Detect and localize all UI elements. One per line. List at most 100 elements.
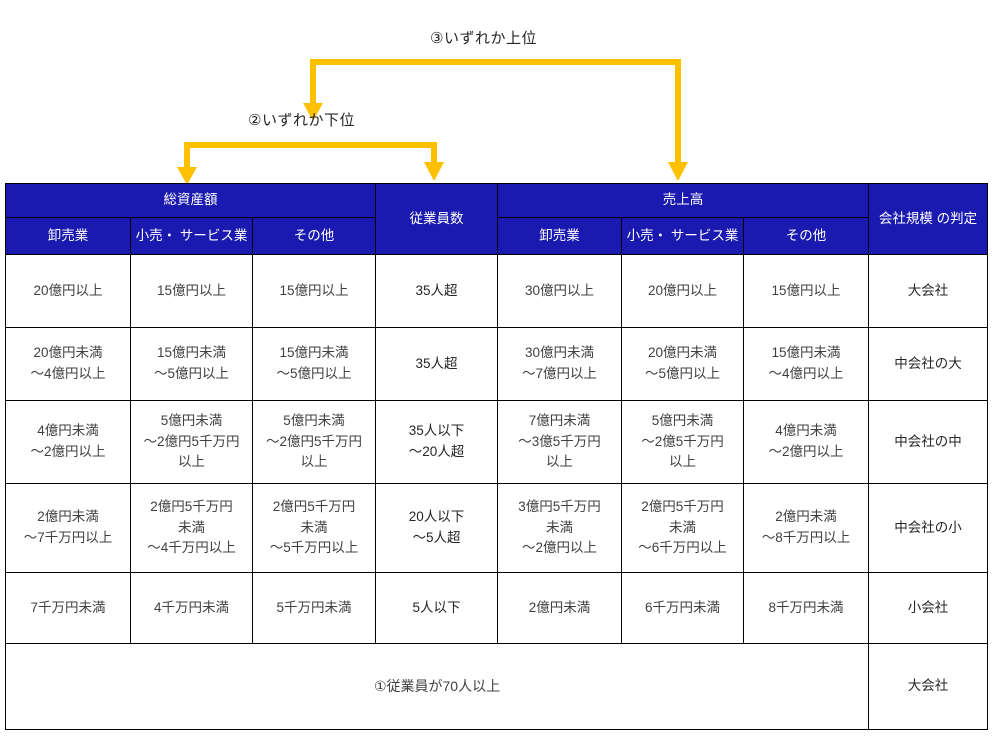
header-sales-wholesale: 卸売業 [497, 217, 623, 255]
cell-line: ～5億円以上 [276, 366, 352, 381]
cell-employees: 5人以下 [375, 572, 499, 644]
cell-line: 未満 [669, 519, 697, 535]
cell-employees: 35人超 [375, 254, 499, 328]
header-sales-retail-line2: サービス業 [670, 227, 739, 243]
cell-line: 20億円未満 [648, 345, 718, 361]
header-sales-other: その他 [743, 217, 870, 255]
cell-line: ～2億円5千万円 [265, 433, 363, 449]
cell-line: 4千万円未満 [153, 599, 229, 615]
cell-line: 以上 [300, 454, 328, 470]
table-row: 20億円未満～4億円以上 15億円未満～5億円以上 15億円未満～5億円以上 3… [5, 327, 989, 401]
cell-line: 20億円未満 [33, 345, 103, 361]
cell-line: 20億円以上 [33, 282, 103, 298]
header-assets-retail-line1: 小売・ [135, 227, 177, 243]
header-sales-retail-line1: 小売・ [626, 227, 668, 243]
cell-line: ～3億5千万円 [518, 433, 601, 449]
cell-sales-retail: 20億円未満 ～5億円以上 [621, 327, 745, 401]
cell-line: ～2億円以上 [522, 540, 598, 556]
cell-line: 20億円以上 [648, 282, 718, 298]
cell-employees: 35人超 [375, 327, 499, 401]
table-body: 20億円以上 15億円以上 15億円以上 35人超 30億円以上 20億円以上 … [4, 254, 989, 730]
cell-line: 7千万円未満 [30, 599, 106, 615]
cell-assets-other: 2億円5千万円未満 ～5千万円以上 [251, 483, 377, 573]
cell-line: 3億円5千万円 [518, 498, 601, 514]
cell-sales-other: 2億円未満 ～8千万円以上 [743, 483, 870, 573]
cell-line: ～4億円以上 [768, 366, 844, 381]
cell-line: ～2億円以上 [768, 444, 844, 459]
cell-sales-other: 15億円以上 [743, 254, 870, 328]
cell-line: 5千万円未満 [276, 599, 352, 615]
table-row: 7千万円未満 4千万円未満 5千万円未満 5人以下 2億円未満 6千万円未満 8… [5, 572, 989, 644]
cell-line: 未満 [546, 519, 574, 535]
cell-line: 15億円以上 [156, 282, 227, 298]
cell-line: ～4千万円以上 [147, 540, 236, 556]
table-row: 4億円未満～2億円以上 5億円未満～2億円5千万円以上 5億円未満～2億円5千万… [5, 400, 989, 484]
cell-assets-wholesale: 2億円未満 ～7千万円以上 [5, 483, 131, 573]
cell-sales-wholesale: 7億円未満～3億5千万円以上 [497, 400, 623, 484]
cell-line: 小会社 [907, 599, 949, 615]
cell-assets-retail: 15億円以上 [130, 254, 253, 328]
header-assets-retail: 小売・ サービス業 [130, 217, 253, 255]
table-row: 2億円未満～7千万円以上 2億円5千万円未満～4千万円以上 2億円5千万円未満～… [5, 483, 989, 573]
cell-line: 30億円未満 [525, 345, 595, 361]
header-judgement-line2: の判定 [936, 210, 978, 226]
cell-assets-other: 5千万円未満 [251, 572, 377, 644]
cell-judgement: 小会社 [868, 572, 989, 644]
cell-line: 4億円未満 [775, 423, 837, 439]
cell-line: 30億円以上 [525, 282, 595, 298]
cell-line: 2億円未満 [775, 509, 837, 525]
cell-sales-retail: 6千万円未満 [621, 572, 745, 644]
cell-assets-retail: 4千万円未満 [130, 572, 253, 644]
cell-line: ～6千万円以上 [638, 540, 727, 556]
cell-line: 以上 [669, 454, 697, 470]
cell-sales-wholesale: 3億円5千万円未満 ～2億円以上 [497, 483, 623, 573]
cell-sales-retail: 20億円以上 [621, 254, 745, 328]
header-assets-wholesale: 卸売業 [5, 217, 131, 255]
cell-assets-other: 15億円以上 [251, 254, 377, 328]
cell-line: 中会社の小 [894, 519, 962, 535]
cell-line: 中会社の中 [894, 433, 962, 449]
cell-sales-wholesale: 30億円以上 [497, 254, 623, 328]
cell-assets-wholesale: 7千万円未満 [5, 572, 131, 644]
cell-sales-wholesale: 30億円未満 ～7億円以上 [497, 327, 623, 401]
cell-sales-other: 4億円未満 ～2億円以上 [743, 400, 870, 484]
cell-line: 8千万円未満 [768, 599, 844, 615]
cell-employee-note: ①従業員が70人以上 [4, 643, 870, 730]
cell-line: 6千万円未満 [645, 599, 721, 615]
cell-line: 中会社の大 [894, 355, 962, 371]
cell-line: 5億円未満 [651, 412, 714, 428]
cell-line: ～8千万円以上 [761, 530, 851, 545]
cell-sales-wholesale: 2億円未満 [497, 572, 623, 644]
cell-assets-other: 5億円未満～2億円5千万円以上 [251, 400, 377, 484]
cell-line: ～5人超 [412, 530, 461, 545]
cell-judgement: 中会社の大 [868, 327, 989, 401]
cell-line: ～7千万円以上 [23, 530, 113, 545]
cell-line: ～4億円以上 [30, 366, 106, 381]
cell-judgement: 中会社の小 [868, 483, 989, 573]
header-group-total-assets: 総資産額 [4, 183, 377, 218]
cell-line: 大会社 [907, 282, 949, 298]
cell-line: 15億円未満 [156, 345, 227, 361]
cell-line: 2億円未満 [37, 509, 99, 525]
cell-assets-other: 15億円未満～5億円以上 [251, 327, 377, 401]
cell-assets-wholesale: 20億円以上 [5, 254, 131, 328]
cell-line: 5人以下 [412, 599, 461, 615]
header-judgement: 会社規模 の判定 [868, 183, 989, 255]
cell-line: 未満 [300, 519, 328, 535]
cell-sales-retail: 2億円5千万円未満 ～6千万円以上 [621, 483, 745, 573]
cell-line: 以上 [178, 454, 205, 470]
cell-employees: 35人以下～20人超 [375, 400, 499, 484]
cell-assets-wholesale: 4億円未満～2億円以上 [5, 400, 131, 484]
cell-employees: 20人以下～5人超 [375, 483, 499, 573]
cell-line: 2億円5千万円 [272, 498, 356, 514]
cell-line: 2億円5千万円 [641, 498, 724, 514]
cell-line: ～7億円以上 [522, 366, 598, 381]
annotation-label-lower: ②いずれか下位 [248, 112, 355, 129]
table-row-footer-note: ①従業員が70人以上 大会社 [4, 643, 989, 730]
cell-assets-retail: 15億円未満～5億円以上 [130, 327, 253, 401]
cell-line: ～5千万円以上 [269, 540, 359, 556]
header-employees: 従業員数 [375, 183, 499, 255]
cell-judgement: 大会社 [868, 643, 989, 730]
table-header: 総資産額 従業員数 売上高 会社規模 の判定 卸売業 小売・ サービス業 その他… [4, 183, 989, 255]
cell-line: ～5億円以上 [645, 366, 721, 381]
